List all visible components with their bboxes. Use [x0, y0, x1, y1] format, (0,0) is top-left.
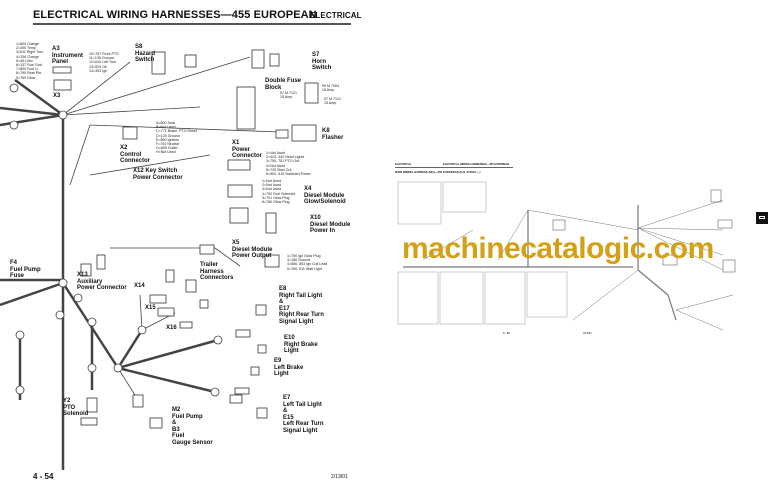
label-s8-hazard-switch: S8 Hazard Switch	[135, 44, 156, 63]
junction-nodes	[9, 83, 223, 397]
pinlist-a3-left: 1=800 Charge 2=300 Temp 3=611 Right Turn…	[16, 42, 44, 80]
label-x10-diesel-module: X10 Diesel Module Power In	[310, 215, 351, 234]
fuse-rating-1: 99 M 7063 15 Amp	[322, 84, 339, 93]
page-number: 4 - 54	[33, 472, 54, 481]
pinlist-x2: A=800 Seat B=Not Used C=771 Brake, PTO R…	[156, 121, 197, 155]
right-page-subtitle: MAIN WIRING HARNESS (W1)—455 EUROPEAN (S…	[395, 170, 481, 174]
label-x3: X3	[53, 93, 61, 99]
page-title: ELECTRICAL WIRING HARNESSES—455 EUROPEAN	[33, 9, 317, 21]
header-rule	[33, 23, 351, 25]
right-page: ELECTRICAL ELECTRICAL WIRING HARNESSES—4…	[393, 160, 755, 340]
label-trailer-harness: Trailer Harness Connectors	[200, 262, 234, 281]
right-page-date: 2/13/01	[583, 332, 592, 335]
page-date: 2/13/01	[331, 474, 348, 480]
harness-trunk	[0, 56, 281, 470]
fuse-rating-3: 57 M 7121 15 Amp	[324, 97, 341, 106]
label-x14: X14	[134, 283, 145, 289]
label-k8-flasher: K8 Flasher	[322, 128, 344, 141]
watermark: machinecatalogic.com	[402, 232, 714, 265]
section-tab-icon	[759, 216, 765, 219]
label-x15: X15	[145, 305, 156, 311]
label-f4-fuel-pump-fuse: F4 Fuel Pump Fuse	[10, 260, 41, 279]
label-x5-diesel-module: X5 Diesel Module Power Output	[232, 240, 273, 259]
section-label: ELECTRICAL	[310, 11, 362, 20]
right-header-rule	[395, 167, 513, 168]
label-e10: E10 Right Brake Light	[284, 335, 318, 354]
label-e9: E9 Left Brake Light	[274, 358, 304, 377]
pinlist-x4: 1=Not Used 2=Not Used 3=Not Used 4=792 F…	[262, 179, 296, 205]
wiring-diagram	[0, 49, 319, 470]
label-x16: X16	[166, 325, 177, 331]
label-y2-pto-solenoid: Y2 PTO Solenoid	[63, 398, 89, 417]
label-e8-e17: E8 Right Tail Light & E17 Right Rear Tur…	[279, 286, 324, 325]
label-double-fuse-block: Double Fuse Block	[265, 78, 302, 91]
right-page-title: ELECTRICAL WIRING HARNESSES—455 EUROPEAN	[443, 163, 509, 166]
right-page-section: ELECTRICAL	[395, 163, 412, 166]
pinlist-x5: 1=750 Ign Glow Plug 3=180 Ground 4=850, …	[287, 254, 328, 271]
section-tab	[756, 212, 768, 224]
label-e7-e15: E7 Left Tail Light & E15 Left Rear Turn …	[283, 395, 324, 434]
label-x2-control-connector: X2 Control Connector	[120, 145, 150, 164]
label-x4-diesel-module: X4 Diesel Module Glow/Solenoid	[304, 186, 346, 205]
label-m2-b3: M2 Fuel Pump & B3 Fuel Gauge Sensor	[172, 407, 213, 446]
pinlist-a3-right: 10=757 Front PTO 11=135 Ground 12=610 Le…	[89, 52, 119, 73]
right-page-number: 4 - 55	[503, 332, 510, 335]
label-s7-horn-switch: S7 Horn Switch	[312, 52, 332, 71]
label-x12-key-switch: X12 Key Switch Power Connector	[133, 168, 183, 181]
connector-shapes	[52, 49, 319, 429]
label-a3-instrument-panel: A3 Instrument Panel	[52, 46, 84, 65]
pinlist-x1: 1=Not Used 2=423, 440 Head Lights 3=750,…	[266, 151, 311, 177]
fuse-rating-2: 57 M 7121 15 Amp	[280, 91, 297, 100]
label-x13-auxiliary: X13 Auxiliary Power Connector	[77, 272, 127, 291]
label-x1-power-connector: X1 Power Connector	[232, 140, 262, 159]
right-wiring-diagram	[397, 181, 736, 331]
